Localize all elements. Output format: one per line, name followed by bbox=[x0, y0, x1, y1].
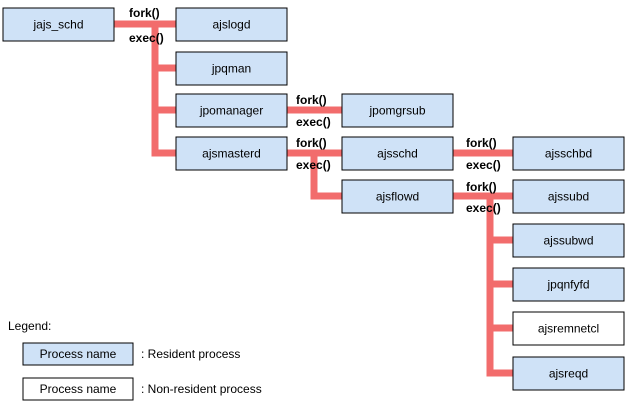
process-jajs-schd: jajs_schd bbox=[2, 7, 115, 42]
svg-text:ajsflowd: ajsflowd bbox=[376, 190, 419, 204]
process-ajsflowd: ajsflowd bbox=[341, 179, 454, 214]
legend-nonresident-box-label: Process name bbox=[40, 382, 117, 396]
fork-label: fork() bbox=[466, 180, 497, 194]
exec-label: exec() bbox=[466, 158, 501, 172]
svg-text:ajsreqd: ajsreqd bbox=[549, 367, 588, 381]
process-jpomgrsub: jpomgrsub bbox=[341, 93, 454, 128]
svg-text:ajsremnetcl: ajsremnetcl bbox=[538, 322, 599, 336]
svg-text:jajs_schd: jajs_schd bbox=[32, 18, 83, 32]
legend-nonresident-desc: : Non-resident process bbox=[141, 382, 262, 396]
legend: Legend: Process name : Resident process … bbox=[8, 319, 262, 401]
svg-text:ajsmasterd: ajsmasterd bbox=[202, 147, 261, 161]
process-ajssubd: ajssubd bbox=[512, 179, 625, 214]
legend-title: Legend: bbox=[8, 319, 51, 333]
exec-label: exec() bbox=[296, 115, 331, 129]
fork-label: fork() bbox=[296, 136, 327, 150]
svg-text:jpomgrsub: jpomgrsub bbox=[368, 104, 425, 118]
svg-text:ajssubd: ajssubd bbox=[548, 190, 589, 204]
fork-label: fork() bbox=[296, 93, 327, 107]
exec-label: exec() bbox=[129, 31, 164, 45]
svg-text:ajssubwd: ajssubwd bbox=[543, 234, 593, 248]
process-ajsremnetcl: ajsremnetcl bbox=[512, 311, 625, 346]
svg-text:ajsschd: ajsschd bbox=[377, 147, 418, 161]
process-ajsschbd: ajsschbd bbox=[512, 136, 625, 171]
exec-label: exec() bbox=[296, 158, 331, 172]
connectors bbox=[110, 20, 517, 377]
process-ajslogd: ajslogd bbox=[175, 7, 288, 42]
svg-text:ajslogd: ajslogd bbox=[212, 18, 250, 32]
legend-resident-box-label: Process name bbox=[40, 347, 117, 361]
process-jpomanager: jpomanager bbox=[175, 93, 288, 128]
exec-label: exec() bbox=[466, 201, 501, 215]
process-ajsmasterd: ajsmasterd bbox=[175, 136, 288, 171]
svg-text:jpqman: jpqman bbox=[211, 62, 251, 76]
process-ajsreqd: ajsreqd bbox=[512, 356, 625, 391]
fork-label: fork() bbox=[129, 6, 160, 20]
svg-text:jpomanager: jpomanager bbox=[199, 104, 263, 118]
svg-text:ajsschbd: ajsschbd bbox=[545, 147, 592, 161]
process-ajssubwd: ajssubwd bbox=[512, 223, 625, 258]
legend-nonresident-swatch bbox=[22, 377, 134, 401]
process-jpqnfyfd: jpqnfyfd bbox=[512, 267, 625, 302]
legend-resident-desc: : Resident process bbox=[141, 347, 240, 361]
fork-label: fork() bbox=[466, 136, 497, 150]
process-ajsschd: ajsschd bbox=[341, 136, 454, 171]
process-jpqman: jpqman bbox=[175, 51, 288, 86]
legend-resident-swatch bbox=[22, 342, 134, 366]
svg-text:jpqnfyfd: jpqnfyfd bbox=[546, 278, 589, 292]
